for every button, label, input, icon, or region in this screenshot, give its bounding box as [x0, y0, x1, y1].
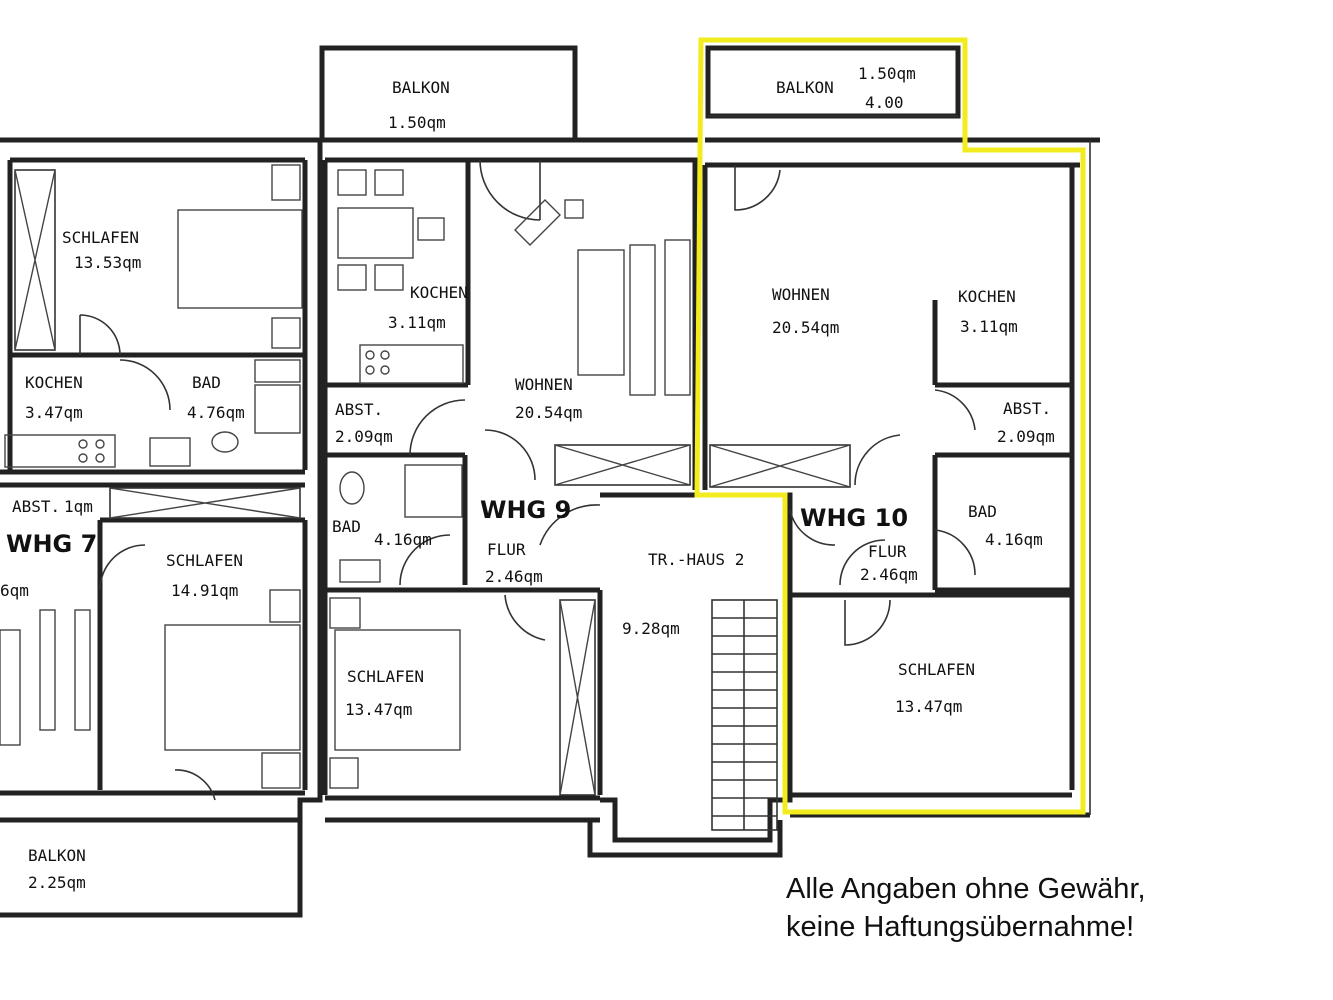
svg-text:WOHNEN: WOHNEN	[772, 285, 830, 304]
svg-text:20.54qm: 20.54qm	[515, 403, 582, 422]
svg-text:SCHLAFEN: SCHLAFEN	[898, 660, 975, 679]
svg-text:FLUR: FLUR	[487, 540, 526, 559]
svg-text:4.00: 4.00	[865, 93, 904, 112]
svg-text:1.50qm: 1.50qm	[858, 64, 916, 83]
disclaimer-line-2: keine Haftungsübernahme!	[786, 911, 1135, 943]
svg-text:KOCHEN: KOCHEN	[958, 287, 1016, 306]
svg-text:SCHLAFEN: SCHLAFEN	[62, 228, 139, 247]
svg-text:TR.-HAUS 2: TR.-HAUS 2	[648, 550, 744, 569]
svg-text:20.54qm: 20.54qm	[772, 318, 839, 337]
svg-text:BALKON: BALKON	[28, 846, 86, 865]
svg-text:9.28qm: 9.28qm	[622, 619, 680, 638]
svg-text:2.25qm: 2.25qm	[28, 873, 86, 892]
svg-text:2.46qm: 2.46qm	[860, 565, 918, 584]
whg9-labels: BALKON 1.50qm KOCHEN 3.11qm WOHNEN 20.54…	[332, 78, 582, 719]
svg-text:2.09qm: 2.09qm	[997, 427, 1055, 446]
svg-text:1.50qm: 1.50qm	[388, 113, 446, 132]
doors	[79, 159, 976, 801]
svg-text:13.47qm: 13.47qm	[345, 700, 412, 719]
svg-text:KOCHEN: KOCHEN	[25, 373, 83, 392]
wardrobes	[14, 169, 851, 796]
svg-text:WHG 10: WHG 10	[800, 504, 908, 532]
svg-text:BAD: BAD	[192, 373, 221, 392]
whg10-highlight	[694, 37, 1086, 815]
svg-text:14.91qm: 14.91qm	[171, 581, 238, 600]
whg7-labels: SCHLAFEN 13.53qm KOCHEN 3.47qm BAD 4.76q…	[0, 228, 245, 892]
svg-text:ABST.: ABST.	[335, 400, 383, 419]
svg-text:FLUR: FLUR	[868, 542, 907, 561]
svg-text:1qm: 1qm	[64, 497, 93, 516]
svg-text:13.53qm: 13.53qm	[74, 253, 141, 272]
stairwell-labels: TR.-HAUS 2 9.28qm	[622, 550, 744, 638]
svg-text:6qm: 6qm	[0, 581, 29, 600]
svg-text:SCHLAFEN: SCHLAFEN	[166, 551, 243, 570]
svg-text:4.16qm: 4.16qm	[985, 530, 1043, 549]
furniture	[0, 164, 691, 789]
svg-text:BALKON: BALKON	[776, 78, 834, 97]
svg-text:3.11qm: 3.11qm	[388, 313, 446, 332]
svg-text:ABST.: ABST.	[12, 497, 60, 516]
disclaimer: Alle Angaben ohne Gewähr, keine Haftungs…	[786, 870, 1146, 946]
svg-text:3.11qm: 3.11qm	[960, 317, 1018, 336]
svg-text:BAD: BAD	[332, 517, 361, 536]
walls	[0, 45, 1100, 918]
svg-text:WHG 7: WHG 7	[6, 530, 97, 558]
whg10-labels: BALKON 1.50qm 4.00 WOHNEN 20.54qm KOCHEN…	[772, 64, 1055, 716]
svg-text:BAD: BAD	[968, 502, 997, 521]
svg-text:WHG 9: WHG 9	[480, 496, 571, 524]
svg-text:BALKON: BALKON	[392, 78, 450, 97]
stairs	[711, 599, 778, 831]
svg-text:WOHNEN: WOHNEN	[515, 375, 573, 394]
svg-text:2.46qm: 2.46qm	[485, 567, 543, 586]
svg-text:KOCHEN: KOCHEN	[410, 283, 468, 302]
svg-text:3.47qm: 3.47qm	[25, 403, 83, 422]
svg-text:2.09qm: 2.09qm	[335, 427, 393, 446]
svg-text:13.47qm: 13.47qm	[895, 697, 962, 716]
disclaimer-line-1: Alle Angaben ohne Gewähr,	[786, 873, 1146, 905]
svg-text:4.76qm: 4.76qm	[187, 403, 245, 422]
svg-text:4.16qm: 4.16qm	[374, 530, 432, 549]
svg-text:SCHLAFEN: SCHLAFEN	[347, 667, 424, 686]
svg-text:ABST.: ABST.	[1003, 399, 1051, 418]
